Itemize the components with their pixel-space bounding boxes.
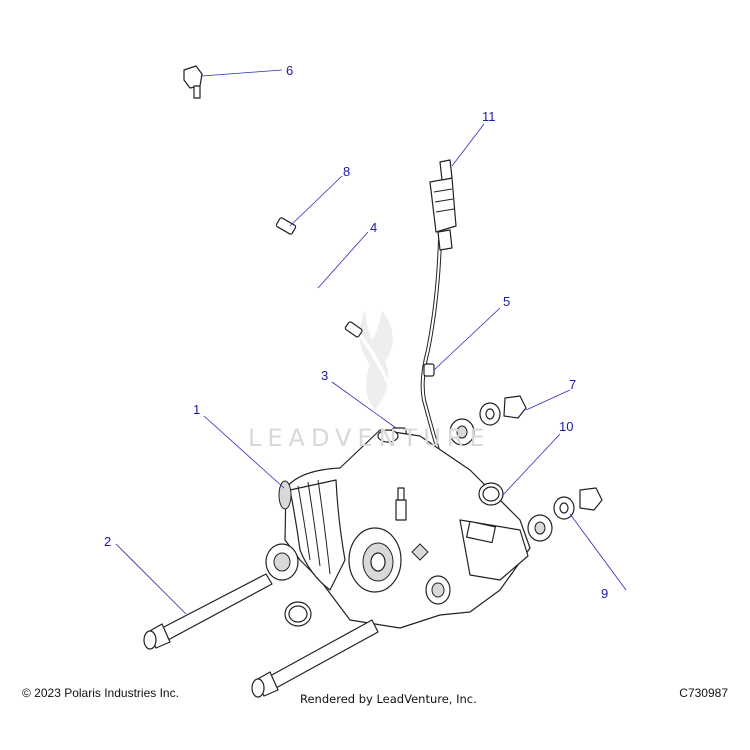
- rendered-by-text: Rendered by LeadVenture, Inc.: [300, 692, 477, 706]
- callout-2: 2: [104, 534, 111, 549]
- callout-8: 8: [343, 164, 350, 179]
- vent-fitting: [183, 65, 203, 99]
- hose-clamp: [275, 217, 297, 235]
- mount-bolt-upper: [143, 573, 273, 650]
- callout-1: 1: [193, 402, 200, 417]
- watermark-text: LEADVENTURE: [248, 424, 491, 452]
- callout-11: 11: [482, 109, 496, 124]
- callout-10: 10: [559, 419, 573, 434]
- bushing-stack-lower: [527, 487, 603, 542]
- o-ring-lower: [284, 601, 312, 627]
- copyright-text: © 2023 Polaris Industries Inc.: [22, 686, 179, 700]
- harness-connector: [429, 159, 457, 251]
- callout-6: 6: [286, 63, 293, 78]
- leader-lines: [115, 69, 627, 615]
- callout-3: 3: [321, 368, 328, 383]
- part-code-text: C730987: [679, 686, 728, 700]
- wire-harness: [420, 239, 442, 451]
- differential-housing: [265, 429, 531, 629]
- mount-bolt-lower: [251, 619, 379, 698]
- bushing-stack-upper: [449, 395, 527, 446]
- callout-9: 9: [601, 586, 608, 601]
- callout-7: 7: [569, 377, 576, 392]
- vent-hose: [194, 99, 402, 433]
- hose-clip: [344, 321, 363, 338]
- callout-4: 4: [370, 220, 377, 235]
- o-ring-upper: [478, 482, 504, 506]
- callout-5: 5: [503, 294, 510, 309]
